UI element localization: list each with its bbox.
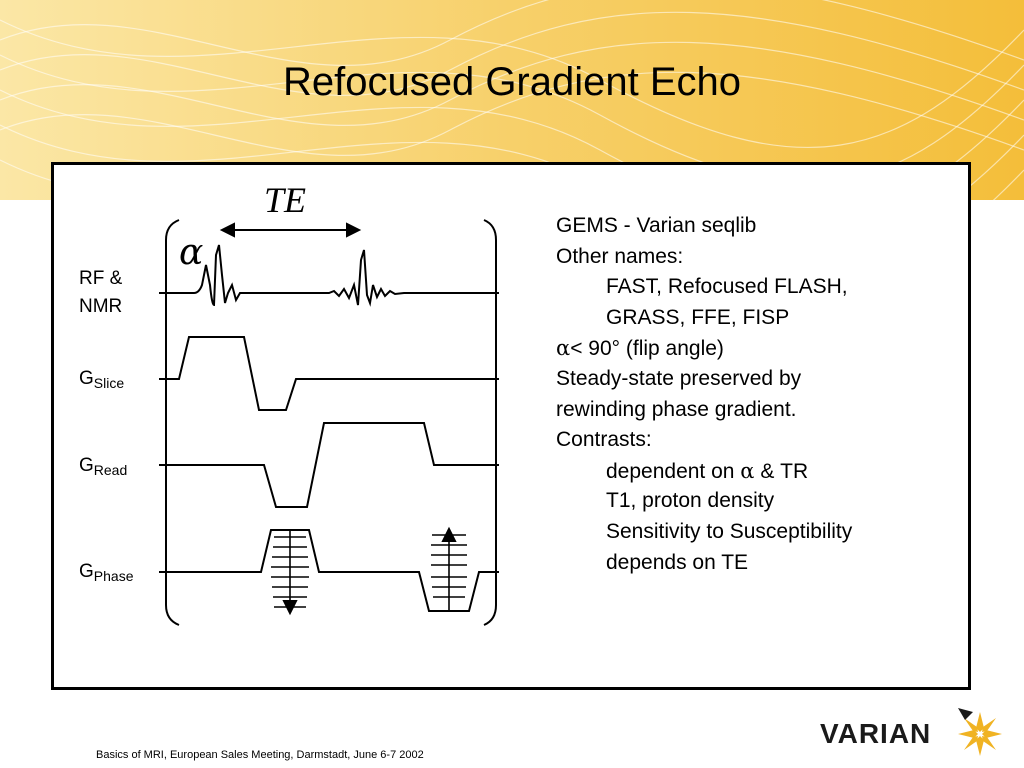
note-line: depends on TE [606, 550, 749, 574]
rf-waveform [159, 244, 499, 307]
note-line: Other names: [556, 244, 684, 268]
slide-title: Refocused Gradient Echo [282, 60, 742, 104]
te-label: TE [264, 180, 307, 220]
varian-star-icon [958, 708, 1002, 756]
g-slice-waveform [159, 336, 499, 411]
g-slice-label: GSlice [79, 368, 125, 391]
alpha-label: α [179, 232, 204, 273]
varian-logo-text: VARIAN [820, 718, 932, 749]
footer-text: Basics of MRI, European Sales Meeting, D… [96, 749, 424, 761]
g-phase-waveform [159, 529, 499, 612]
note-line: FAST, Refocused FLASH, [606, 275, 848, 299]
notes-text: GEMS - Varian seqlib Other names: FAST, … [556, 211, 852, 578]
g-phase-label: GPhase [79, 561, 134, 584]
note-line: Sensitivity to Susceptibility [606, 519, 853, 543]
rf-label-line2: NMR [79, 296, 123, 317]
left-bracket [165, 219, 180, 626]
note-line: dependent on α & TR [606, 458, 809, 483]
pulse-sequence-diagram [159, 219, 499, 626]
note-line: GRASS, FFE, FISP [606, 305, 790, 329]
note-line: T1, proton density [606, 489, 775, 513]
note-line: GEMS - Varian seqlib [556, 214, 757, 237]
note-line: Contrasts: [556, 428, 652, 452]
note-line: Steady-state preserved by [556, 366, 802, 390]
g-slice-sub: Slice [93, 375, 125, 391]
g-phase-sub: Phase [93, 568, 134, 584]
g-read-label: GRead [79, 455, 128, 478]
content-panel: TE α RF & NMR GSlice GRead GPhase GEMS -… [51, 162, 971, 690]
rf-label-line1: RF & [79, 268, 123, 289]
note-line: rewinding phase gradient. [556, 397, 797, 421]
note-line: α< 90° (flip angle) [556, 336, 724, 361]
g-read-waveform [159, 422, 499, 508]
g-read-sub: Read [93, 462, 128, 478]
right-bracket [483, 219, 497, 626]
rf-label: RF & NMR [79, 265, 122, 321]
